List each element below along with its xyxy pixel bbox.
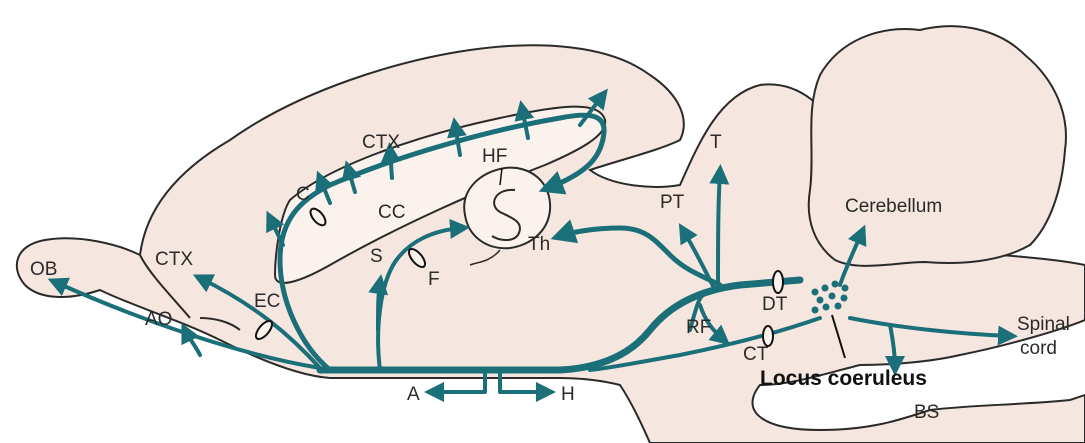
label-ob: OB: [30, 259, 57, 280]
lc-cell: [812, 289, 819, 296]
label-c: C: [296, 184, 310, 205]
label-cord: cord: [1020, 338, 1057, 359]
lc-cell: [832, 281, 839, 288]
lc-cell: [822, 285, 829, 292]
label-ao: AO: [145, 309, 172, 330]
label-bs: BS: [914, 402, 939, 423]
lc-cell: [817, 297, 824, 304]
label-h: H: [561, 384, 575, 405]
cerebellum-outline: [809, 26, 1066, 266]
label-ct: CT: [743, 344, 769, 365]
label-ctx-front: CTX: [155, 249, 193, 270]
label-ec: EC: [254, 291, 280, 312]
label-spinal: Spinal: [1017, 314, 1070, 335]
label-pt: PT: [660, 192, 685, 213]
ctx-arrow-4: [390, 150, 392, 178]
label-cc: CC: [378, 202, 405, 223]
lc-cell: [835, 303, 842, 310]
label-dt: DT: [762, 294, 788, 315]
t-branch: [718, 172, 720, 285]
label-rf: RF: [686, 317, 711, 338]
label-locus-coeruleus: Locus coeruleus: [760, 367, 927, 390]
s-branch: [378, 282, 380, 330]
dt-bundle-marker: [773, 271, 783, 293]
lc-cell: [841, 295, 848, 302]
label-s: S: [370, 246, 383, 267]
ct-bundle-marker: [763, 326, 773, 346]
label-ctx-top: CTX: [362, 132, 400, 153]
label-a: A: [407, 384, 420, 405]
lc-cell: [823, 304, 830, 311]
label-f: F: [428, 269, 440, 290]
label-th: Th: [528, 234, 550, 255]
lc-cell: [812, 307, 819, 314]
lc-cell: [829, 293, 836, 300]
label-t: T: [710, 132, 722, 153]
label-cerebellum: Cerebellum: [845, 196, 942, 217]
label-hf: HF: [482, 146, 507, 167]
lc-cell: [842, 285, 849, 292]
